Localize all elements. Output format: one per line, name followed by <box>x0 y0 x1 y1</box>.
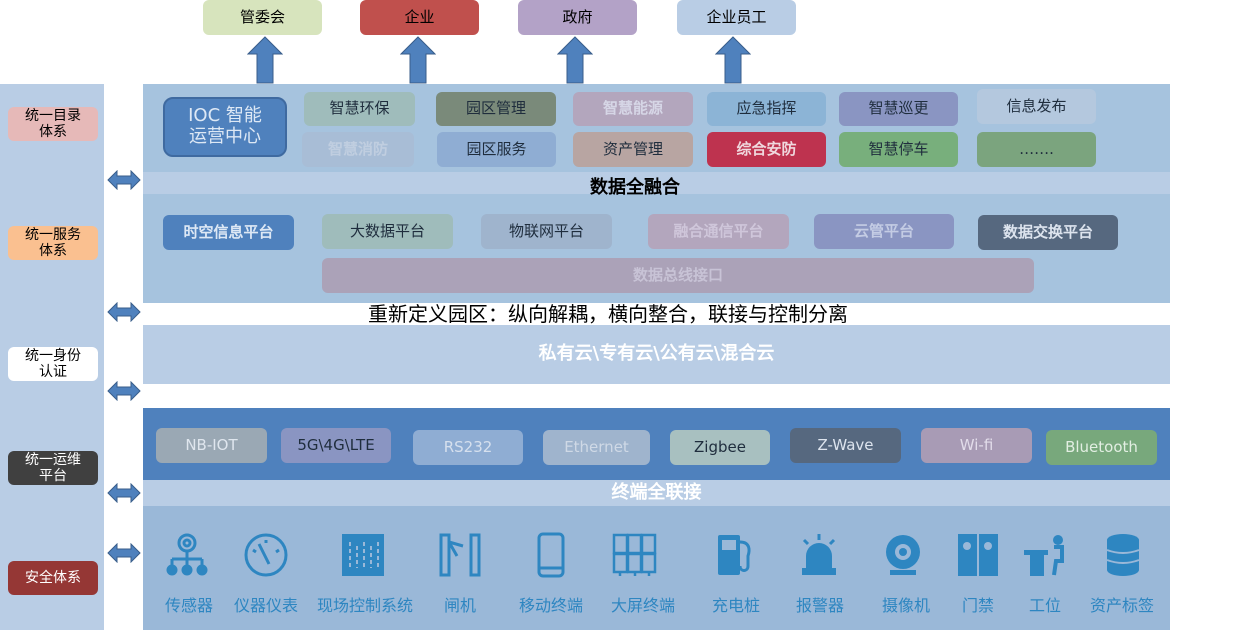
workstation-icon <box>1024 535 1064 576</box>
protocol-zwave: Z-Wave <box>790 428 901 463</box>
fusion-band <box>143 172 1170 194</box>
top-box-employees: 企业员工 <box>677 0 796 35</box>
control-panel-icon <box>342 534 384 576</box>
app-smart-energy: 智慧能源 <box>573 92 693 126</box>
up-arrow-icon <box>715 36 751 84</box>
protocol-rs232: RS232 <box>413 430 523 465</box>
terminal-label: 仪器仪表 <box>233 596 299 615</box>
terminal-label: 大屏终端 <box>610 596 676 615</box>
terminal-label: 移动终端 <box>518 596 584 615</box>
app-info-release: 信息发布 <box>977 89 1096 124</box>
app-park-service: 园区服务 <box>437 132 556 167</box>
left-item-security: 安全体系 <box>8 561 98 595</box>
double-arrow-icon <box>107 302 141 322</box>
platform-spatial: 时空信息平台 <box>163 215 294 250</box>
left-item-identity: 统一身份 认证 <box>8 347 98 381</box>
video-wall-icon <box>612 533 657 576</box>
terminal-label: 资产标签 <box>1089 596 1155 615</box>
left-item-service: 统一服务 体系 <box>8 226 98 260</box>
terminal-panel <box>143 506 1170 630</box>
turnstile-icon <box>439 533 481 577</box>
fusion-label: 数据全融合 <box>590 177 680 198</box>
platform-bigdata: 大数据平台 <box>322 214 453 249</box>
terminal-label: 门禁 <box>961 596 995 615</box>
double-arrow-icon <box>107 170 141 190</box>
mobile-icon <box>537 532 565 578</box>
up-arrow-icon <box>400 36 436 84</box>
gauge-icon <box>244 533 288 577</box>
alarm-icon <box>802 534 836 575</box>
platform-cloud-mgmt: 云管平台 <box>814 214 954 249</box>
sensor-icon <box>166 533 208 576</box>
app-parking: 智慧停车 <box>839 132 958 167</box>
app-park-mgmt: 园区管理 <box>436 92 556 126</box>
terminal-label: 报警器 <box>795 596 845 615</box>
terminal-label: 摄像机 <box>881 596 931 615</box>
terminal-label: 现场控制系统 <box>316 596 414 615</box>
app-emergency: 应急指挥 <box>707 92 826 126</box>
platform-iot: 物联网平台 <box>481 214 612 249</box>
charging-pile-icon <box>718 535 751 575</box>
protocol-nbiot: NB-IOT <box>156 428 267 463</box>
app-asset-mgmt: 资产管理 <box>573 132 693 167</box>
terminal-label: 工位 <box>1028 596 1062 615</box>
terminal-label: 充电桩 <box>711 596 761 615</box>
protocol-zigbee: Zigbee <box>670 430 770 465</box>
app-security: 综合安防 <box>707 132 826 167</box>
protocol-wifi: Wi-fi <box>921 428 1032 463</box>
top-box-government: 政府 <box>518 0 637 35</box>
slogan: 重新定义园区：纵向解耦，横向整合，联接与控制分离 <box>368 302 848 326</box>
app-smart-env: 智慧环保 <box>304 92 415 126</box>
left-item-catalog: 统一目录 体系 <box>8 107 98 141</box>
double-arrow-icon <box>107 543 141 563</box>
app-fire: 智慧消防 <box>302 132 414 167</box>
terminal-label: 传感器 <box>164 596 214 615</box>
camera-icon <box>886 535 920 575</box>
data-bus: 数据总线接口 <box>322 258 1034 293</box>
left-item-ops: 统一运维 平台 <box>8 451 98 485</box>
asset-tag-icon <box>1106 534 1140 576</box>
ioc-center: IOC 智能 运营中心 <box>163 97 287 157</box>
cloud-panel: 私有云\专有云\公有云\混合云 <box>143 325 1170 384</box>
terminal-label: 闸机 <box>443 596 477 615</box>
double-arrow-icon <box>107 483 141 503</box>
app-more: ……. <box>977 132 1096 167</box>
protocol-bluetooth: Bluetooth <box>1046 430 1157 465</box>
top-box-enterprise: 企业 <box>360 0 479 35</box>
platform-comm: 融合通信平台 <box>648 214 789 249</box>
up-arrow-icon <box>557 36 593 84</box>
top-box-management: 管委会 <box>203 0 322 35</box>
protocol-cellular: 5G\4G\LTE <box>281 428 391 463</box>
connect-band: 终端全联接 <box>143 480 1170 506</box>
protocol-ethernet: Ethernet <box>543 430 650 465</box>
double-arrow-icon <box>107 381 141 401</box>
app-patrol: 智慧巡更 <box>839 92 958 126</box>
door-access-icon <box>958 534 998 576</box>
platform-data-exchange: 数据交换平台 <box>978 215 1118 250</box>
up-arrow-icon <box>247 36 283 84</box>
